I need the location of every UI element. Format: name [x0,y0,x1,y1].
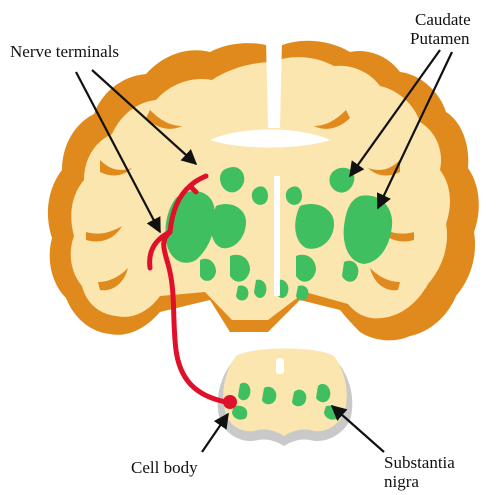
arrow-cell-body [202,414,228,452]
cell-body [223,395,237,409]
label-caudate: Caudate [415,10,471,29]
label-putamen: Putamen [410,29,470,48]
label-nigra: nigra [384,472,419,491]
label-cell-body: Cell body [131,458,198,477]
label-substantia: Substantia [384,453,455,472]
label-nerve-terminals: Nerve terminals [10,42,119,61]
midbrain-section [218,349,353,447]
